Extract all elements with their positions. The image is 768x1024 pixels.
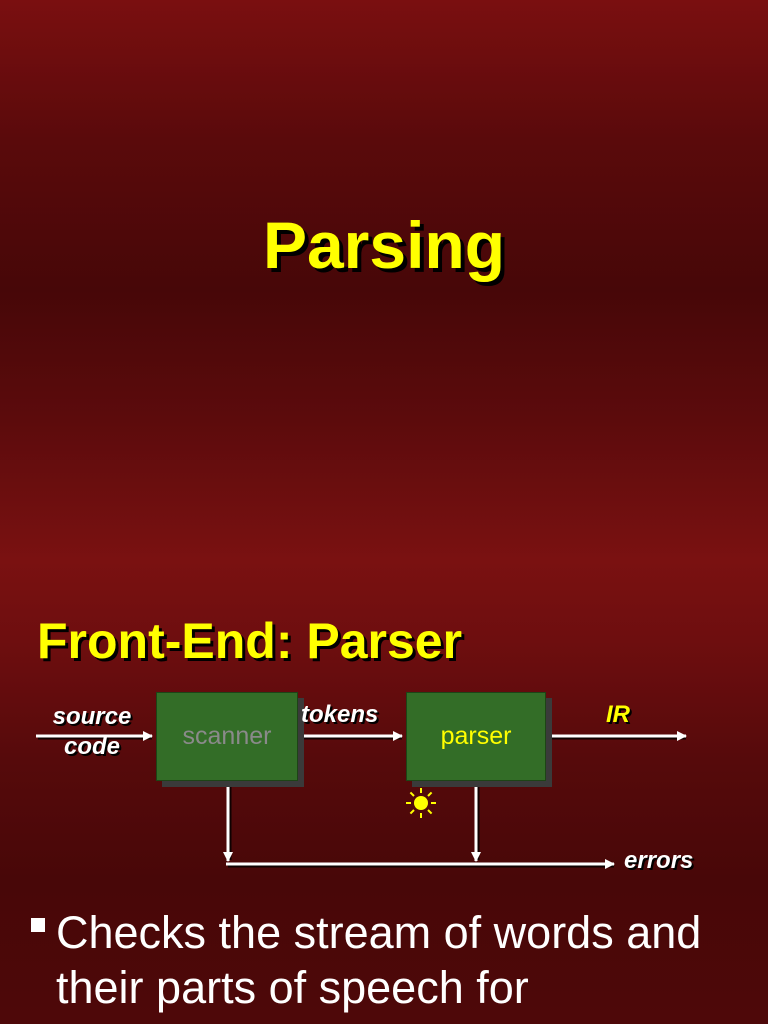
source-label-line1: source bbox=[52, 703, 132, 730]
parser-label: parser bbox=[440, 722, 512, 750]
ir-label: IR bbox=[606, 701, 630, 728]
source-code-label: source code bbox=[36, 702, 148, 762]
errors-label: errors bbox=[624, 847, 694, 874]
sun-icon bbox=[406, 788, 436, 818]
source-label-line2: code bbox=[63, 733, 120, 760]
front-end-diagram: source code scanner tokens parser IR err… bbox=[0, 680, 768, 890]
bullet-marker bbox=[31, 918, 45, 932]
slide-title: Parsing bbox=[262, 208, 506, 282]
scanner-label: scanner bbox=[182, 722, 272, 750]
diagram-arrows bbox=[36, 731, 687, 869]
scanner-box: scanner bbox=[156, 692, 298, 781]
section-title: Front-End: Parser bbox=[37, 613, 463, 669]
bullet-item: Checks the stream of words and their par… bbox=[56, 907, 702, 1013]
parser-box: parser bbox=[406, 692, 546, 781]
tokens-label: tokens bbox=[301, 701, 379, 728]
